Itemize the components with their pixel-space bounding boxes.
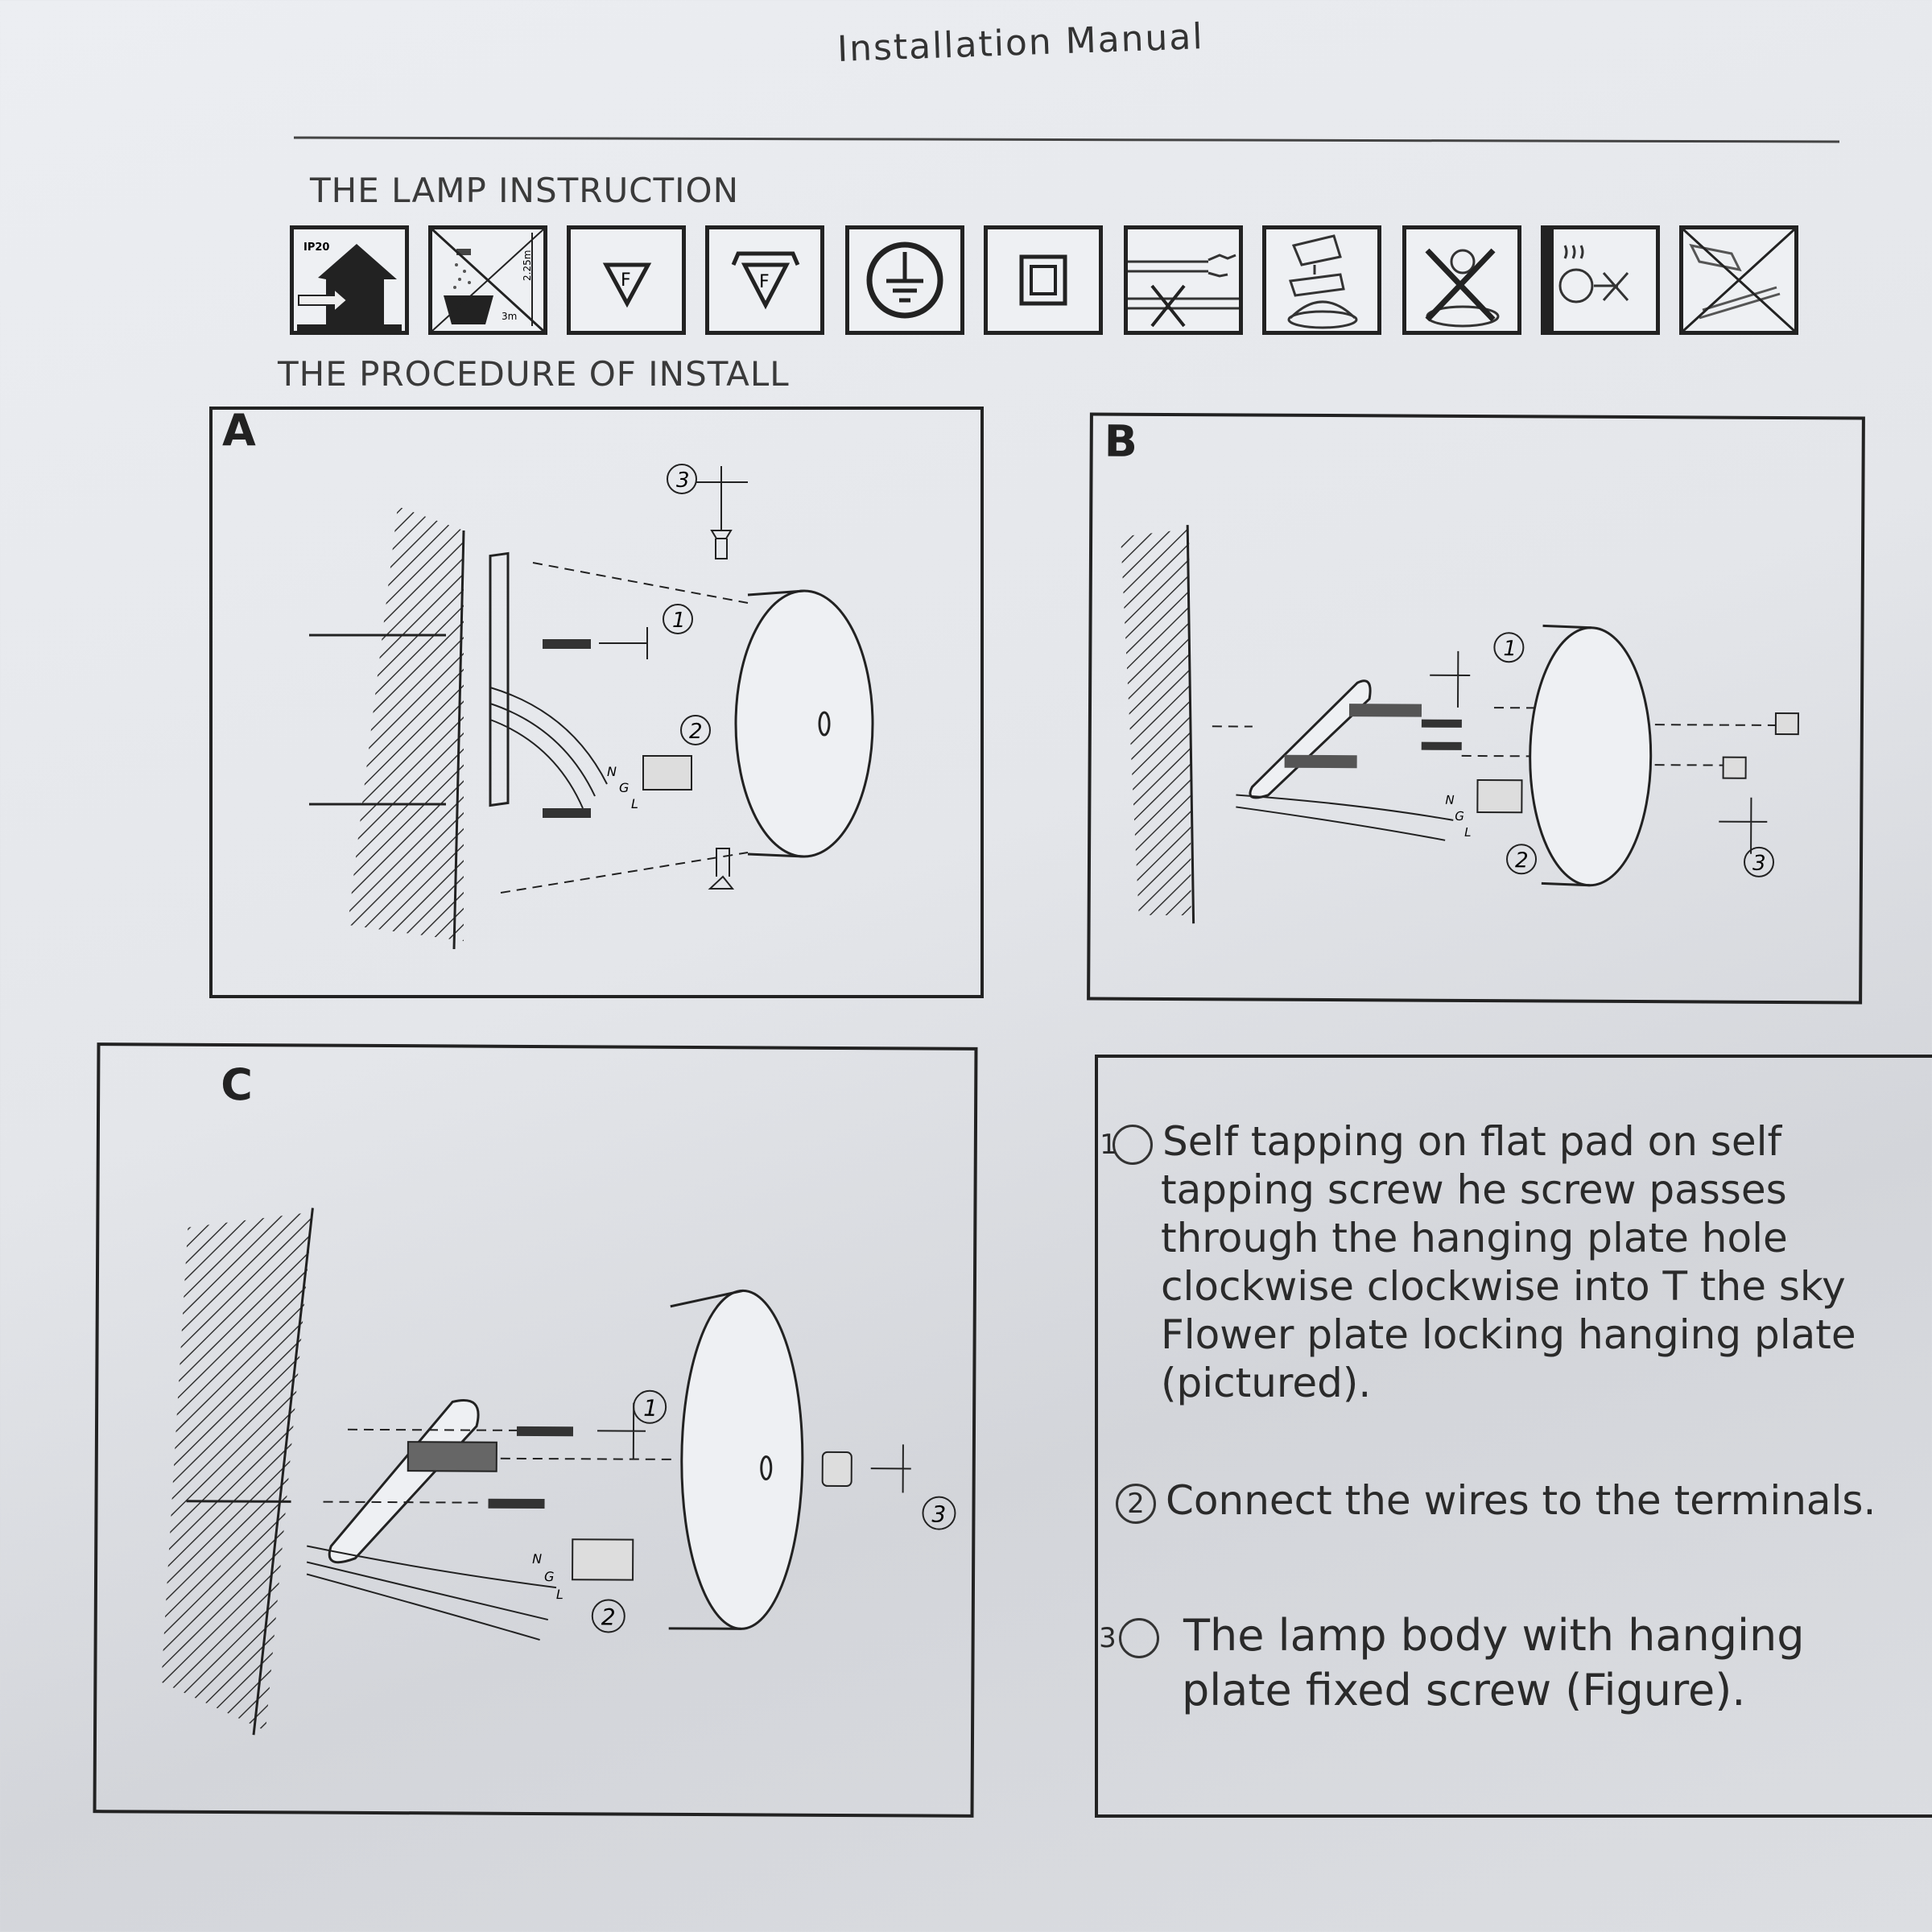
callout-1: 1 xyxy=(1503,637,1517,661)
document-title: Installation Manual xyxy=(836,16,1205,70)
class-ii-double-insulation-icon xyxy=(984,225,1103,335)
callout-3: 3 xyxy=(676,469,690,493)
no-hot-bulb-icon xyxy=(1541,225,1660,335)
mounting-surface-icon xyxy=(1262,225,1381,335)
callout-1: 1 xyxy=(643,1395,658,1422)
no-modification-icon xyxy=(1402,225,1521,335)
no-damaged-cable-icon xyxy=(1124,225,1243,335)
panel-c-diagram: C 1 2 3 N G L xyxy=(93,1042,978,1818)
step-text: The lamp body with hanging plate fixed s… xyxy=(1182,1610,1805,1715)
terminal-g: G xyxy=(619,780,629,795)
step-text: Self tapping on flat pad on self tapping… xyxy=(1161,1118,1856,1406)
f-label: F xyxy=(759,272,770,292)
callout-1: 1 xyxy=(672,609,686,633)
step-number: 2 xyxy=(1116,1483,1156,1524)
lamp-instruction-heading: THE LAMP INSTRUCTION xyxy=(310,171,740,210)
terminal-g: G xyxy=(544,1569,555,1584)
f-mark-icon: F xyxy=(567,225,686,335)
step-number: 1 xyxy=(1100,1124,1153,1165)
terminal-l: L xyxy=(1464,825,1471,840)
callout-2: 2 xyxy=(689,720,703,744)
install-diagram-a: 3 1 2 N G L xyxy=(309,464,874,950)
terminal-n: N xyxy=(532,1551,542,1567)
indoor-ip20-icon: IP20 xyxy=(290,225,409,335)
callout-2: 2 xyxy=(601,1604,616,1630)
distance-label: 3m xyxy=(502,311,517,322)
protective-earth-icon xyxy=(845,225,964,335)
panel-b-diagram: B 1 2 3 N G L xyxy=(1087,412,1865,1005)
panel-letter: A xyxy=(222,405,256,456)
terminal-l: L xyxy=(631,796,638,811)
ff-mark-icon: F xyxy=(705,225,824,335)
callout-3: 3 xyxy=(931,1501,946,1528)
procedure-heading: THE PROCEDURE OF INSTALL xyxy=(278,354,790,394)
header-divider xyxy=(293,136,1840,143)
step-number: 3 xyxy=(1099,1618,1159,1659)
panel-a-diagram: A 3 1 2 N G L xyxy=(209,405,984,998)
f-label: F xyxy=(621,270,631,291)
install-diagram-c: 1 2 3 N G L xyxy=(161,1208,956,1736)
terminal-l: L xyxy=(556,1587,564,1602)
bathroom-zone-prohibited-icon: 2.25m 3m xyxy=(428,225,547,335)
ip20-label: IP20 xyxy=(303,242,329,254)
install-diagram-b: 1 2 3 N G L xyxy=(1121,525,1799,924)
no-abrasive-cleaning-icon xyxy=(1679,225,1798,335)
terminal-g: G xyxy=(1455,809,1464,824)
height-label: 2.25m xyxy=(522,250,533,281)
step-3: 3 The lamp body with hanging plate fixed … xyxy=(1099,1608,1842,1718)
callout-2: 2 xyxy=(1515,848,1529,873)
terminal-n: N xyxy=(607,764,617,779)
step-text: Connect the wires to the terminals. xyxy=(1166,1477,1876,1524)
callout-3: 3 xyxy=(1752,852,1766,876)
terminal-n: N xyxy=(1445,793,1454,807)
